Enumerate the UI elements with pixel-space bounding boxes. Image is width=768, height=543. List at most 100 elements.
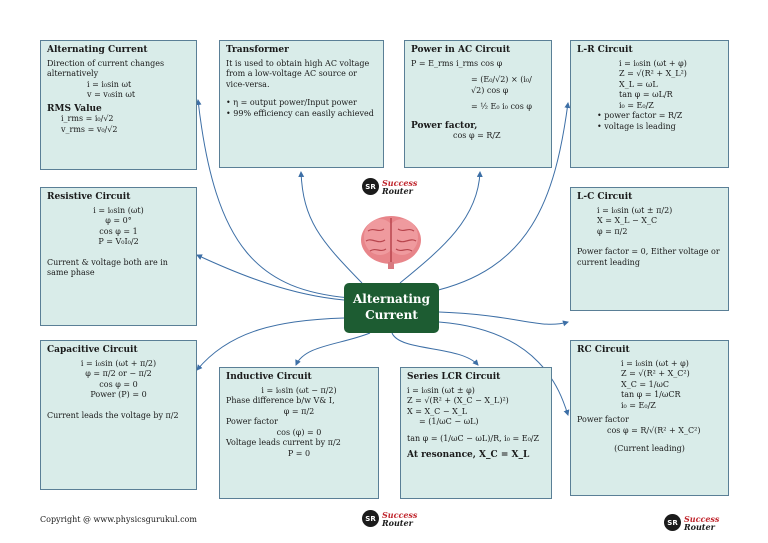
arrow-to-rc: [438, 321, 570, 416]
rc-card: RC Circuit i = i₀sin (ωt + φ) Z = √(R² +…: [570, 340, 729, 496]
bullet: 99% efficiency can easily achieved: [226, 109, 377, 120]
equation: = (1/ωC − ωL): [419, 417, 479, 426]
equation: P = 0: [287, 448, 311, 458]
logo-word: Router: [382, 517, 413, 528]
equation: Z = √(R² + X_L²): [619, 69, 687, 78]
logo-word: Router: [684, 521, 715, 532]
card-title: Series LCR Circuit: [407, 372, 501, 382]
arrow-to-alternating-current: [195, 99, 351, 299]
equation: i₀ = E₀/Z: [621, 400, 656, 410]
card-title: Transformer: [226, 45, 289, 55]
equation: cos φ = R/Z: [453, 131, 501, 140]
logo-badge-icon: SR: [362, 178, 379, 195]
card-title: Power in AC Circuit: [411, 45, 511, 55]
equation: = (E₀/√2) × (i₀/√2) cos φ: [471, 75, 532, 95]
equation: cos φ = 1: [99, 226, 138, 236]
equation: P = V₀I₀/2: [98, 237, 139, 246]
lc-card: L-C Circuit i = i₀sin (ωt ± π/2) X = X_L…: [570, 187, 729, 311]
equation: i = i₀sin (ωt ± φ): [407, 385, 475, 395]
equation: i = i₀sin (ωt + φ): [621, 358, 689, 368]
equation: tan φ = ωL/R: [619, 90, 673, 99]
bullet: power factor = R/Z: [597, 111, 722, 122]
alternating-current-card: Alternating Current Direction of current…: [40, 40, 197, 170]
text-line: Voltage leads current by π/2: [226, 438, 341, 447]
equation: cos φ = 0: [99, 379, 138, 389]
equation: i = i₀sin (ωt − π/2): [261, 385, 337, 395]
equation: i = i₀sin (ωt + π/2): [80, 358, 157, 368]
resistive-card: Resistive Circuit i = i₀sin (ωt) φ = 0° …: [40, 187, 197, 326]
equation: P = E_rms i_rms cos φ: [411, 58, 503, 68]
logo-word: Success: [382, 177, 418, 188]
equation: v = v₀sin ωt: [87, 90, 136, 99]
power-factor-heading: Power factor,: [411, 120, 478, 131]
central-topic-line: Current: [365, 308, 418, 322]
logo-word: Router: [382, 185, 413, 196]
note: Current & voltage both are in same phase: [47, 257, 168, 278]
arrow-to-transformer: [298, 171, 363, 284]
equation: X_L = ωL: [619, 79, 658, 89]
text-line: Phase difference b/w V& I,: [226, 396, 335, 405]
card-title: L-R Circuit: [577, 45, 633, 55]
equation: i₀ = E₀/Z: [619, 100, 654, 110]
central-topic-line: Alternating: [352, 292, 431, 306]
note: Power factor = 0, Either voltage or curr…: [577, 247, 720, 267]
power-ac-card: Power in AC Circuit P = E_rms i_rms cos …: [404, 40, 552, 168]
arrow-to-lr: [429, 102, 571, 293]
equation: i = i₀sin (ωt ± π/2): [597, 205, 673, 215]
logo-badge-icon: SR: [362, 510, 379, 527]
capacitive-card: Capacitive Circuit i = i₀sin (ωt + π/2) …: [40, 340, 197, 490]
card-title: Inductive Circuit: [226, 372, 312, 382]
equation: v_rms = v₀/√2: [61, 124, 118, 134]
equation: Z = √(R² + X_C²): [621, 369, 690, 378]
equation: Power (P) = 0: [90, 390, 147, 399]
equation: i = i₀sin ωt: [87, 79, 132, 89]
equation: = ½ E₀ i₀ cos φ: [471, 102, 532, 111]
lcr-card: Series LCR Circuit i = i₀sin (ωt ± φ) Z …: [400, 367, 552, 499]
inductive-card: Inductive Circuit i = i₀sin (ωt − π/2) P…: [219, 367, 379, 499]
equation: φ = π/2: [597, 226, 628, 236]
arrow-to-resistive: [196, 254, 345, 301]
equation: φ = 0°: [105, 216, 132, 225]
power-factor-heading: Power factor: [577, 415, 629, 424]
equation: φ = π/2 or − π/2: [85, 369, 152, 378]
description: It is used to obtain high AC voltage fro…: [226, 58, 370, 89]
equation: tan φ = 1/ωCR: [621, 390, 681, 399]
equation: φ = π/2: [283, 406, 315, 416]
lr-card: L-R Circuit i = i₀sin (ωt + φ) Z = √(R² …: [570, 40, 729, 168]
central-topic: Alternating Current: [344, 283, 439, 333]
brain-icon: [361, 216, 421, 269]
equation: i_rms = i₀/√2: [61, 114, 114, 123]
description: Direction of current changes alternative…: [47, 58, 165, 79]
equation: cos φ = R/√(R² + X_C²): [607, 425, 701, 435]
copyright-text: Copyright @ www.physicsgurukul.com: [40, 515, 197, 524]
card-title: Alternating Current: [47, 45, 148, 55]
bullet: voltage is leading: [597, 122, 722, 133]
arrow-to-power-ac: [399, 171, 483, 284]
bullet: η = output power/Input power: [226, 98, 377, 109]
note: Current leads the voltage by π/2: [47, 410, 179, 420]
logo-word: Success: [684, 513, 720, 524]
logo-badge-icon: SR: [664, 514, 681, 531]
equation: i = i₀sin (ωt + φ): [619, 58, 687, 68]
equation: i = i₀sin (ωt): [93, 205, 144, 215]
rms-heading: RMS Value: [47, 103, 102, 114]
transformer-card: Transformer It is used to obtain high AC…: [219, 40, 384, 168]
card-title: RC Circuit: [577, 345, 630, 355]
arrow-to-lc: [438, 311, 569, 327]
resonance-condition: At resonance, X_C = X_L: [407, 450, 530, 460]
logo-word: Success: [382, 509, 418, 520]
equation: Z = √(R² + (X_C − X_L)²): [407, 396, 509, 405]
card-title: Capacitive Circuit: [47, 345, 138, 355]
card-title: Resistive Circuit: [47, 192, 131, 202]
note: (Current leading): [614, 444, 685, 453]
equation: X_C = 1/ωC: [621, 379, 670, 389]
arrow-to-lcr: [391, 332, 479, 366]
arrow-to-inductive: [295, 332, 371, 366]
equation: X = X_L − X_C: [597, 216, 658, 225]
power-factor-heading: Power factor: [226, 417, 278, 426]
equation: tan φ = (1/ωC − ωL)/R, i₀ = E₀/Z: [407, 433, 540, 443]
